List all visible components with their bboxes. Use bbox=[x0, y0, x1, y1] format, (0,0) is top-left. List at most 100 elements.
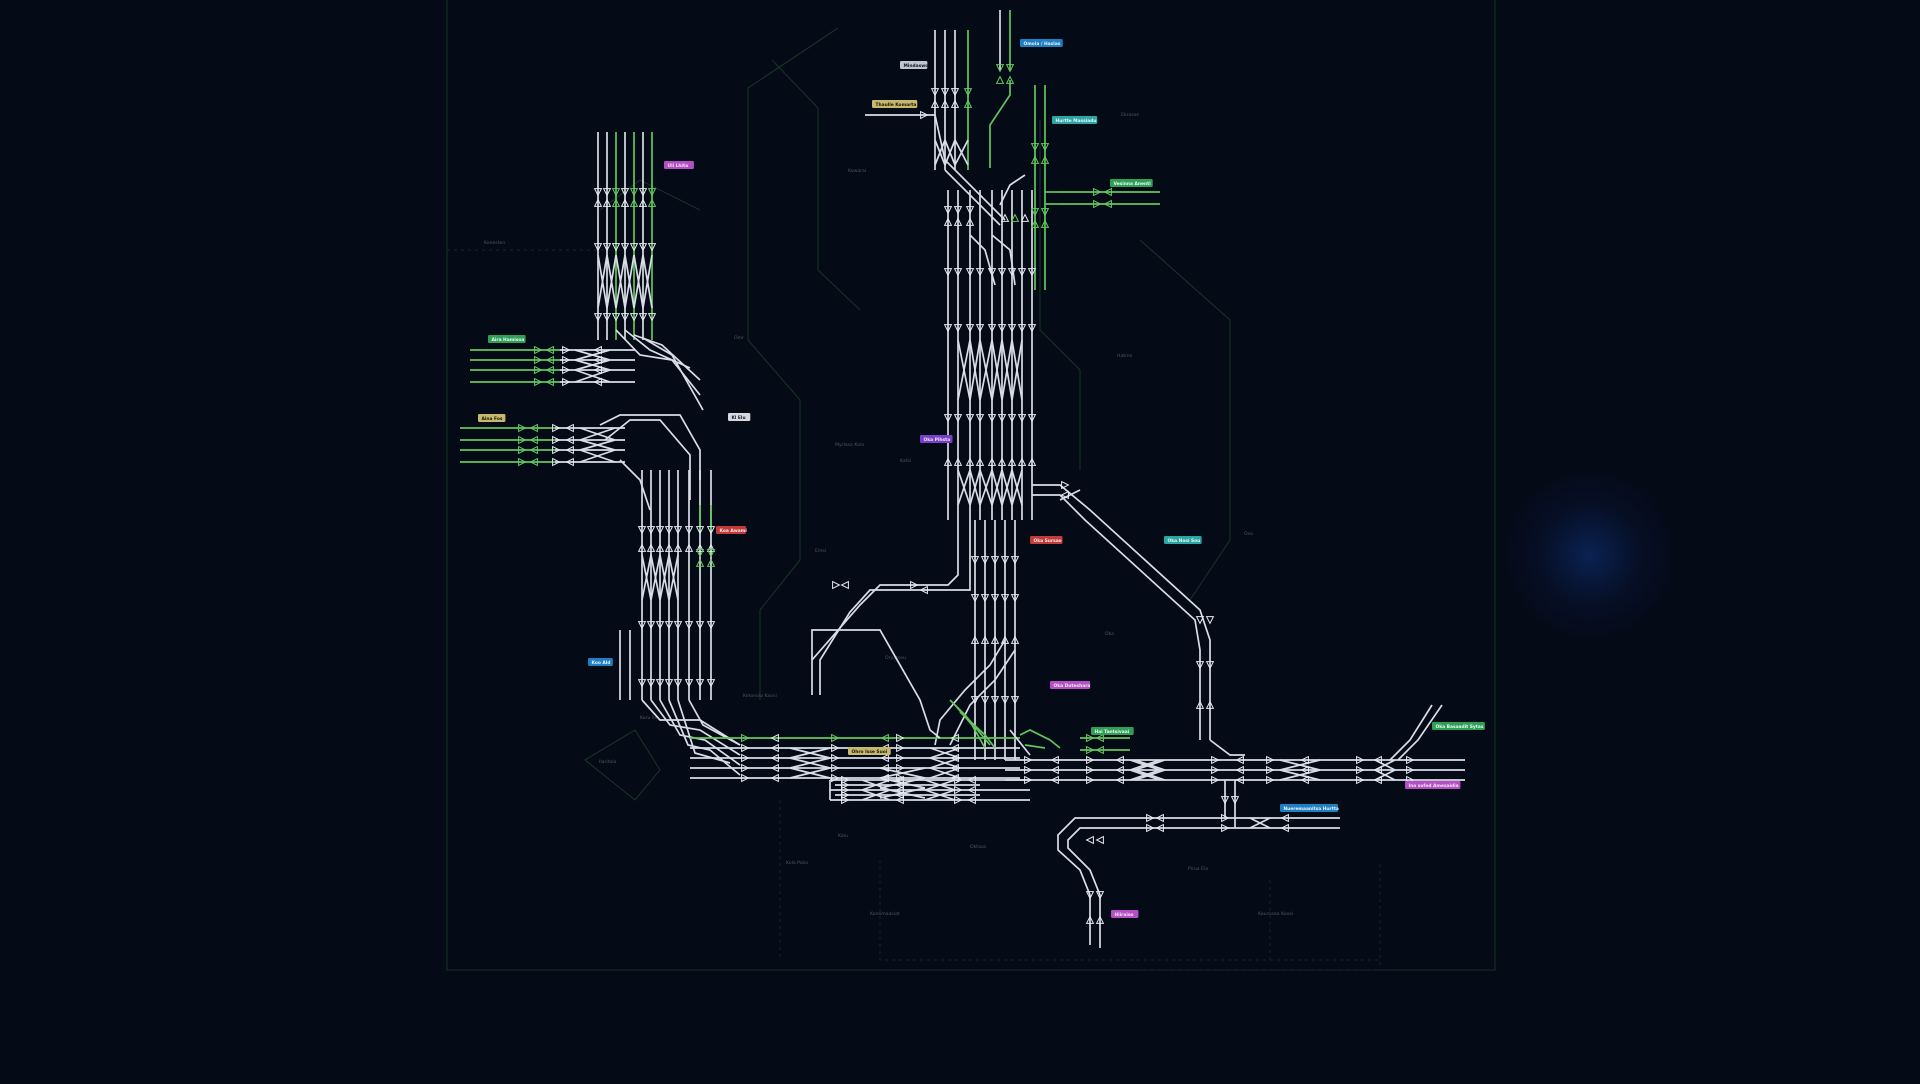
station-label[interactable]: Oka Pihsta bbox=[920, 435, 953, 443]
signal-icon bbox=[1017, 414, 1027, 423]
signal-icon bbox=[1061, 480, 1070, 490]
station-label[interactable]: Koa Awami bbox=[716, 526, 747, 534]
track-segment bbox=[579, 427, 616, 441]
signal-icon bbox=[1205, 661, 1215, 670]
signal-icon bbox=[831, 743, 840, 753]
station-label-text: Mindaswo bbox=[904, 63, 929, 69]
track-segment bbox=[1011, 469, 1023, 506]
track-segment bbox=[924, 779, 956, 791]
station-label[interactable]: Mindaswo bbox=[900, 61, 928, 69]
station-label-bg bbox=[478, 414, 506, 422]
signal-icon bbox=[770, 733, 779, 743]
track-segment bbox=[615, 329, 701, 396]
signal-icon bbox=[990, 696, 1000, 705]
signal-icon bbox=[970, 594, 980, 603]
track-segment bbox=[606, 254, 617, 309]
signal-icon bbox=[1095, 733, 1104, 743]
station-label-bg bbox=[716, 526, 746, 534]
signal-icon bbox=[647, 198, 657, 207]
station-label[interactable]: Hai Tantsivaai bbox=[1091, 727, 1134, 735]
signal-icon bbox=[1086, 755, 1095, 765]
signal-icon bbox=[637, 526, 647, 535]
signal-icon bbox=[684, 621, 694, 630]
signal-icon bbox=[770, 743, 779, 753]
track-segment bbox=[641, 699, 741, 746]
station-label-text: Koa Awami bbox=[720, 528, 748, 534]
station-label-bg bbox=[920, 435, 953, 443]
signal-icon bbox=[545, 345, 554, 355]
signal-icon bbox=[646, 543, 656, 552]
signal-icon bbox=[534, 365, 543, 375]
signal-icon bbox=[565, 423, 574, 433]
signal-icon bbox=[655, 543, 665, 552]
station-label-text: Vesinna Anenti bbox=[1114, 181, 1152, 187]
station-label[interactable]: Uli Lhita bbox=[664, 161, 694, 169]
signal-icon bbox=[895, 775, 904, 785]
station-label[interactable]: Oka Nosi Sou bbox=[1164, 536, 1202, 544]
station-label-bg bbox=[1110, 179, 1153, 187]
signal-icon bbox=[1007, 268, 1017, 277]
signal-icon bbox=[920, 110, 929, 120]
signal-icon bbox=[637, 621, 647, 630]
signal-icon bbox=[841, 795, 850, 805]
station-label[interactable]: Vesinna Anenti bbox=[1110, 179, 1153, 187]
track-segment bbox=[979, 339, 993, 401]
signal-icon bbox=[965, 324, 975, 333]
station-label-bg bbox=[900, 61, 928, 69]
signal-icon bbox=[518, 423, 527, 433]
signal-icon bbox=[965, 217, 975, 226]
track-segment bbox=[1279, 769, 1321, 781]
signal-icon bbox=[1221, 823, 1230, 833]
signal-icon bbox=[930, 88, 940, 97]
track-segment bbox=[979, 469, 993, 506]
station-label[interactable]: Nueremaanitsa Hurtta bbox=[1280, 804, 1339, 812]
district-label: Kouroaaa Koosi bbox=[1258, 911, 1293, 917]
station-label[interactable]: Aira Hamisoa bbox=[488, 335, 526, 343]
track-segment bbox=[1059, 489, 1081, 501]
track-segment bbox=[650, 554, 661, 601]
signal-icon bbox=[684, 526, 694, 535]
station-label[interactable]: Aina Fos bbox=[478, 414, 506, 422]
station-label[interactable]: Hiiraiso bbox=[1111, 910, 1139, 918]
station-label[interactable]: Oka Basaadit Sytas bbox=[1432, 722, 1485, 730]
signal-icon bbox=[1211, 755, 1220, 765]
signal-icon bbox=[963, 99, 973, 108]
station-label-text: Oka Pihsta bbox=[924, 437, 951, 443]
track-segment bbox=[949, 649, 1016, 746]
signal-icon bbox=[953, 206, 963, 215]
signal-icon bbox=[1086, 765, 1095, 775]
signal-icon bbox=[706, 543, 716, 552]
signal-icon bbox=[831, 773, 840, 783]
district-label: Pirua Ela bbox=[1188, 866, 1208, 872]
signal-icon bbox=[970, 556, 980, 565]
signal-icon bbox=[1300, 775, 1309, 785]
station-label[interactable]: Omoia / Haslas bbox=[1020, 39, 1063, 47]
signal-icon bbox=[1095, 835, 1104, 845]
station-label[interactable]: Oka Sursao bbox=[1030, 536, 1063, 544]
signal-icon bbox=[954, 795, 963, 805]
signal-icon bbox=[1005, 64, 1015, 73]
station-label[interactable]: Oka Duteshara bbox=[1050, 681, 1090, 689]
track-segment bbox=[1129, 769, 1161, 781]
station-label[interactable]: Kl Elu bbox=[728, 413, 751, 421]
station-label[interactable]: Ino sofed Amesaidia bbox=[1405, 781, 1461, 789]
signal-icon bbox=[895, 780, 904, 790]
signal-icon bbox=[841, 780, 850, 790]
station-label[interactable]: Ohro Isse Suoi bbox=[848, 747, 891, 755]
signal-icon bbox=[1266, 775, 1275, 785]
signal-icon bbox=[611, 198, 621, 207]
track-segment bbox=[811, 520, 959, 695]
signal-icon bbox=[1005, 75, 1015, 84]
signal-icon bbox=[552, 423, 561, 433]
station-label[interactable]: Hurtte Massiadu bbox=[1052, 116, 1098, 124]
track-segment bbox=[1249, 817, 1271, 829]
signal-icon bbox=[1030, 155, 1040, 164]
track-segment bbox=[604, 419, 691, 500]
signal-icon bbox=[953, 217, 963, 226]
signal-icon bbox=[562, 377, 571, 387]
signal-icon bbox=[770, 753, 779, 763]
station-label[interactable]: Koo Ald bbox=[588, 658, 613, 666]
station-label[interactable]: Thaulle Komarta bbox=[872, 100, 918, 108]
